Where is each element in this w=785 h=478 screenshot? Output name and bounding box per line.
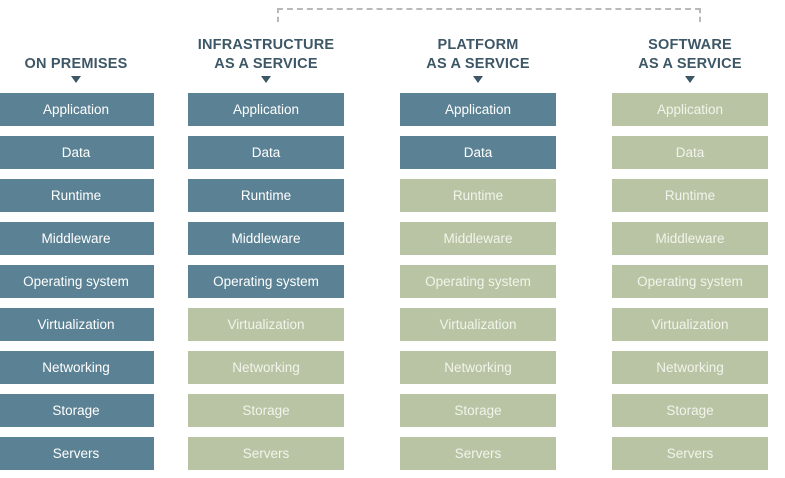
- layer-networking: Networking: [0, 351, 154, 384]
- layer-operating-system: Operating system: [188, 265, 344, 298]
- layer-storage: Storage: [612, 394, 768, 427]
- column-title: INFRASTRUCTURE AS A SERVICE: [188, 34, 344, 74]
- layer-data: Data: [612, 136, 768, 169]
- down-arrow-icon: [71, 76, 81, 83]
- layer-data: Data: [0, 136, 154, 169]
- layer-servers: Servers: [0, 437, 154, 470]
- layer-virtualization: Virtualization: [188, 308, 344, 341]
- column-title: SOFTWARE AS A SERVICE: [612, 34, 768, 74]
- layer-operating-system: Operating system: [0, 265, 154, 298]
- column-title-line: AS A SERVICE: [214, 56, 318, 72]
- column-title-line: AS A SERVICE: [426, 56, 530, 72]
- down-arrow-icon: [261, 76, 271, 83]
- layer-middleware: Middleware: [400, 222, 556, 255]
- down-arrow-icon: [473, 76, 483, 83]
- column-title: PLATFORM AS A SERVICE: [400, 34, 556, 74]
- layer-networking: Networking: [400, 351, 556, 384]
- layer-storage: Storage: [0, 394, 154, 427]
- layer-networking: Networking: [612, 351, 768, 384]
- layer-operating-system: Operating system: [612, 265, 768, 298]
- layer-servers: Servers: [400, 437, 556, 470]
- layer-middleware: Middleware: [0, 222, 154, 255]
- layer-storage: Storage: [400, 394, 556, 427]
- layer-storage: Storage: [188, 394, 344, 427]
- layer-servers: Servers: [188, 437, 344, 470]
- layer-runtime: Runtime: [0, 179, 154, 212]
- layer-middleware: Middleware: [612, 222, 768, 255]
- layer-operating-system: Operating system: [400, 265, 556, 298]
- layer-runtime: Runtime: [400, 179, 556, 212]
- layer-application: Application: [612, 93, 768, 126]
- column-title: ON PREMISES: [0, 34, 154, 74]
- column-title-line: ON PREMISES: [24, 56, 128, 72]
- layer-application: Application: [0, 93, 154, 126]
- layer-virtualization: Virtualization: [0, 308, 154, 341]
- layer-data: Data: [400, 136, 556, 169]
- column-title-line: PLATFORM: [437, 37, 519, 53]
- column-title-line: AS A SERVICE: [638, 56, 742, 72]
- column-title-line: INFRASTRUCTURE: [197, 37, 335, 53]
- layer-data: Data: [188, 136, 344, 169]
- dashed-connector: [277, 8, 701, 22]
- down-arrow-icon: [685, 76, 695, 83]
- layer-virtualization: Virtualization: [612, 308, 768, 341]
- layer-networking: Networking: [188, 351, 344, 384]
- layer-runtime: Runtime: [188, 179, 344, 212]
- layer-runtime: Runtime: [612, 179, 768, 212]
- layer-virtualization: Virtualization: [400, 308, 556, 341]
- layer-servers: Servers: [612, 437, 768, 470]
- layer-application: Application: [188, 93, 344, 126]
- layer-middleware: Middleware: [188, 222, 344, 255]
- layer-application: Application: [400, 93, 556, 126]
- column-title-line: SOFTWARE: [648, 37, 732, 53]
